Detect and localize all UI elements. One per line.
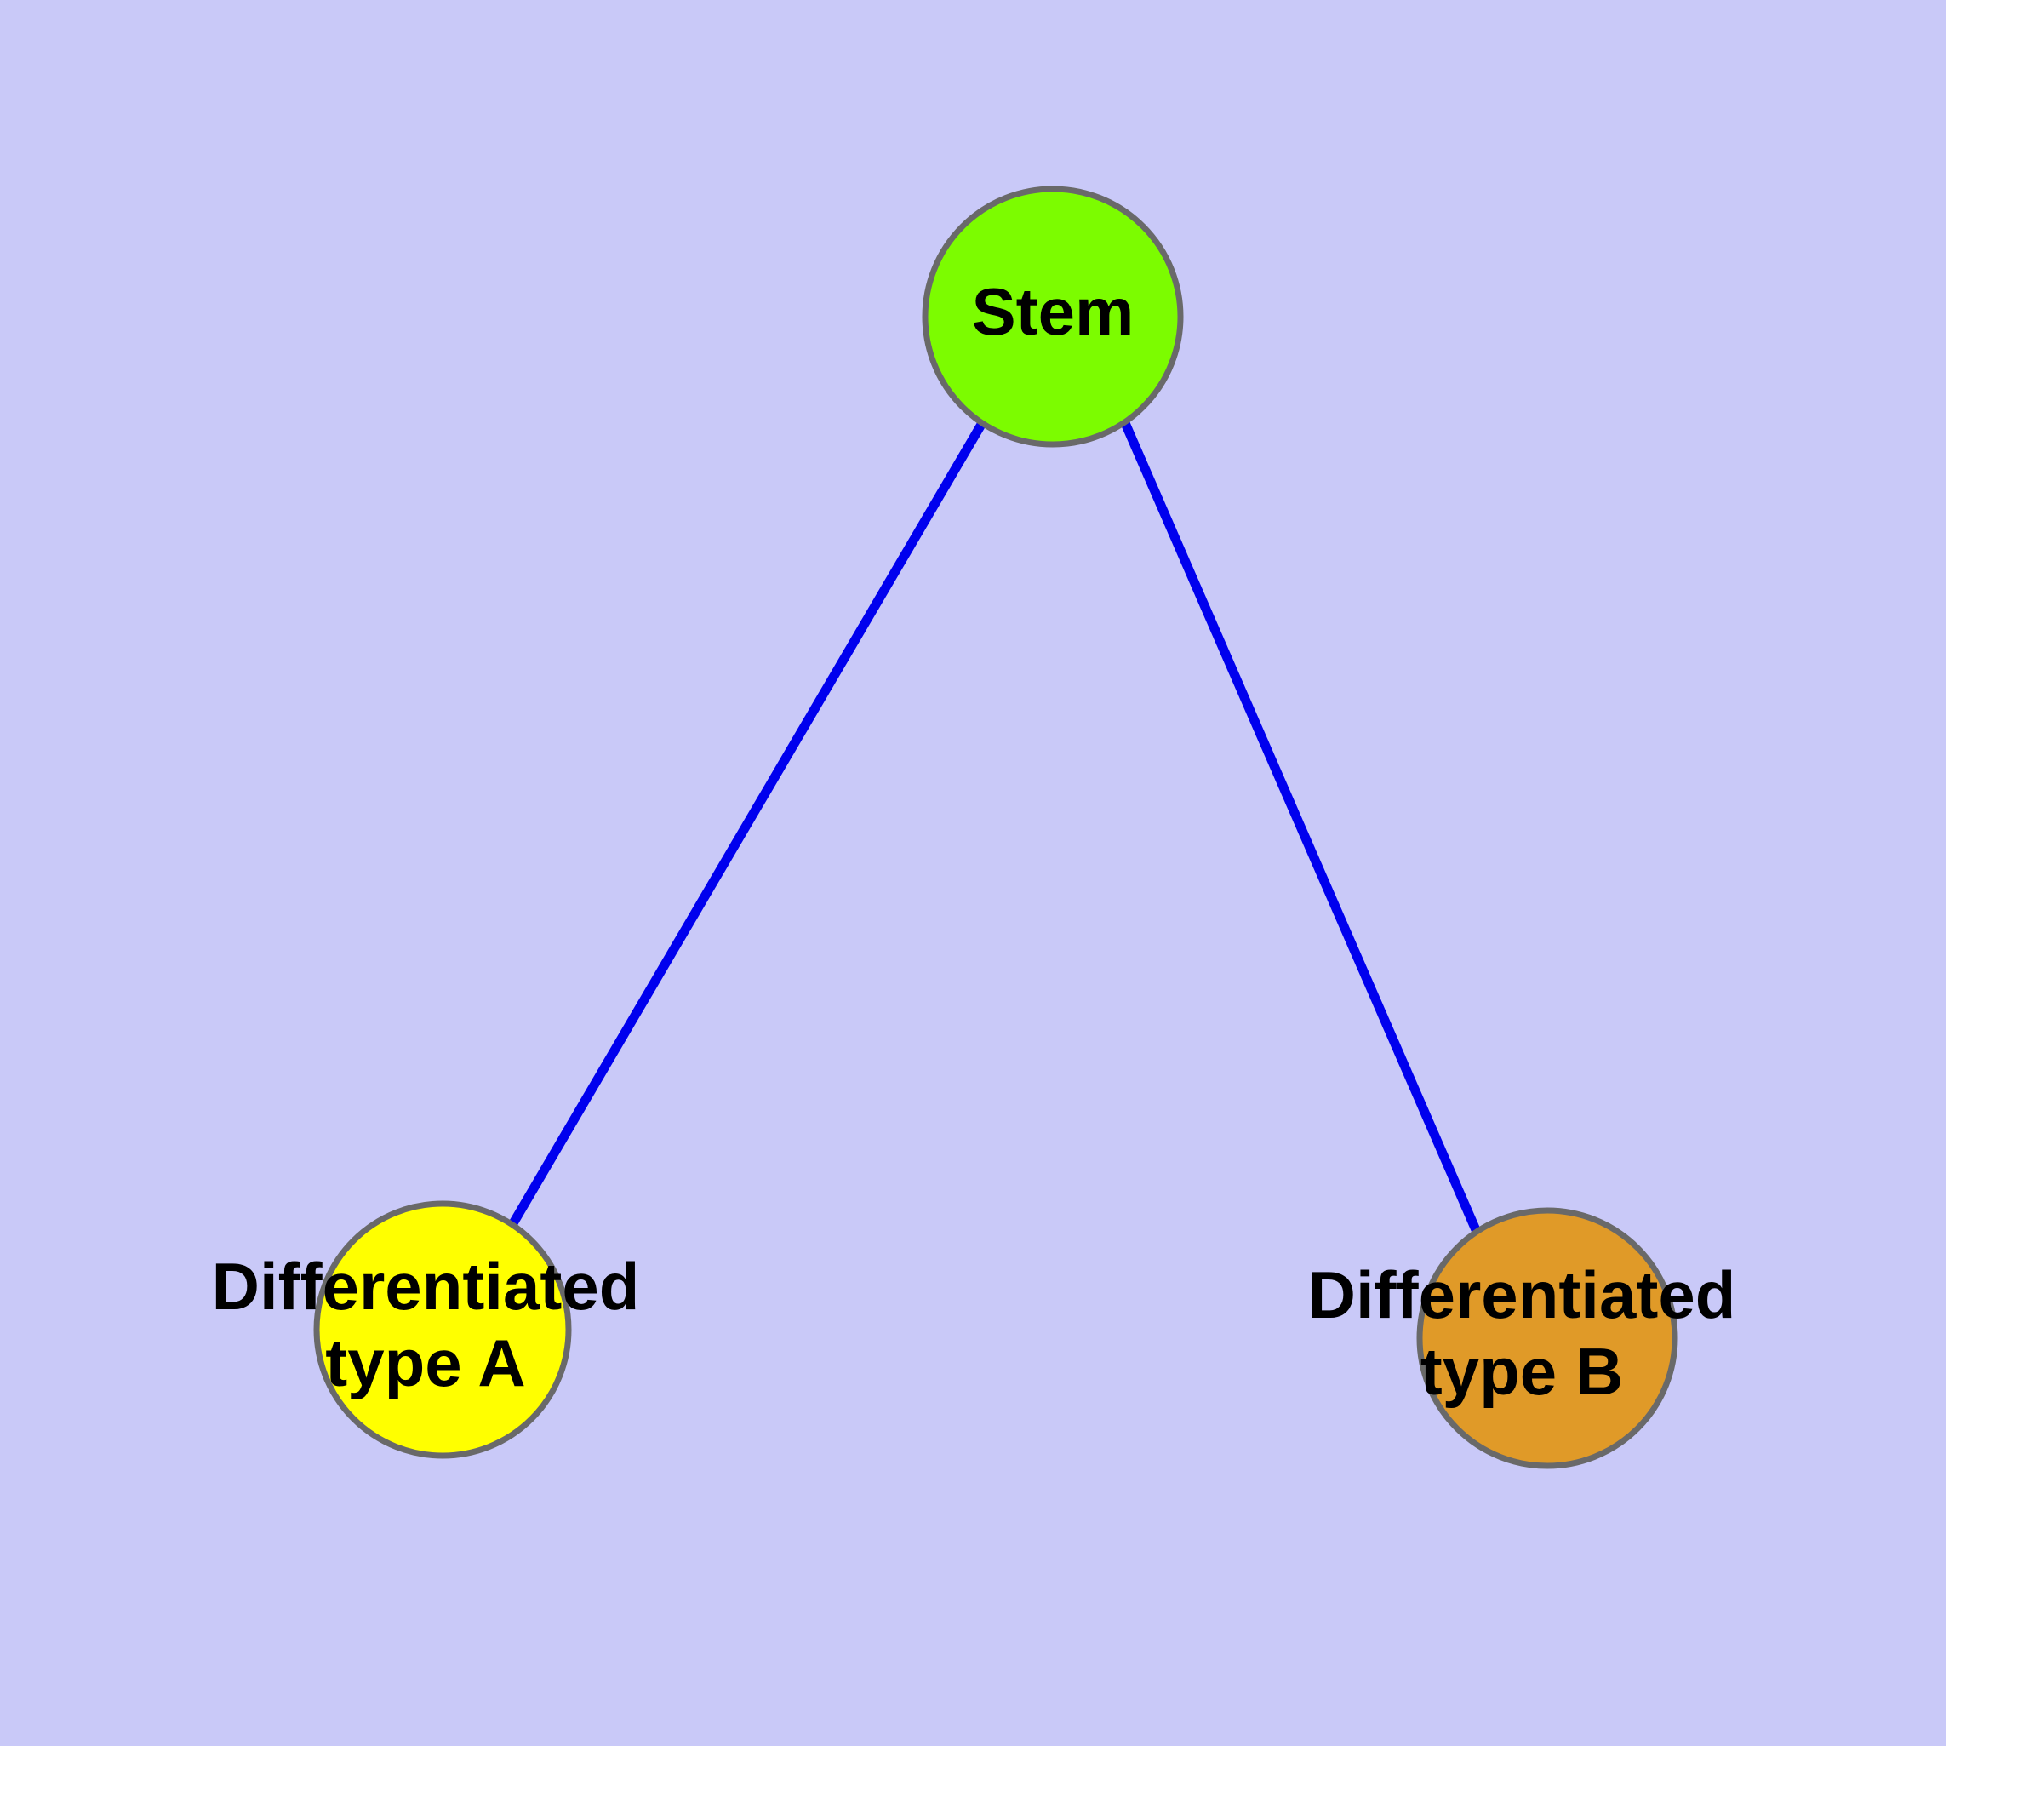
graph-node-stem[interactable]	[922, 186, 1184, 448]
graph-node-label-line: type A	[325, 1325, 526, 1400]
graph-edge-stem-diff_a[interactable]	[509, 421, 986, 1226]
graph-node-label-line: Differentiated	[212, 1248, 640, 1323]
edges-layer	[509, 421, 1482, 1234]
graph-node-diff_a[interactable]	[313, 1200, 572, 1459]
graph-edge-stem-diff_b[interactable]	[1120, 421, 1482, 1234]
graph-node-label-line: Stem	[972, 274, 1135, 349]
graph-node-label-stem: Stem	[972, 274, 1135, 349]
graph-node-label-line: type B	[1420, 1334, 1623, 1409]
graph-node-label-line: Differentiated	[1308, 1256, 1736, 1331]
graph-node-diff_b[interactable]	[1416, 1207, 1678, 1469]
nodes-layer	[313, 186, 1678, 1469]
